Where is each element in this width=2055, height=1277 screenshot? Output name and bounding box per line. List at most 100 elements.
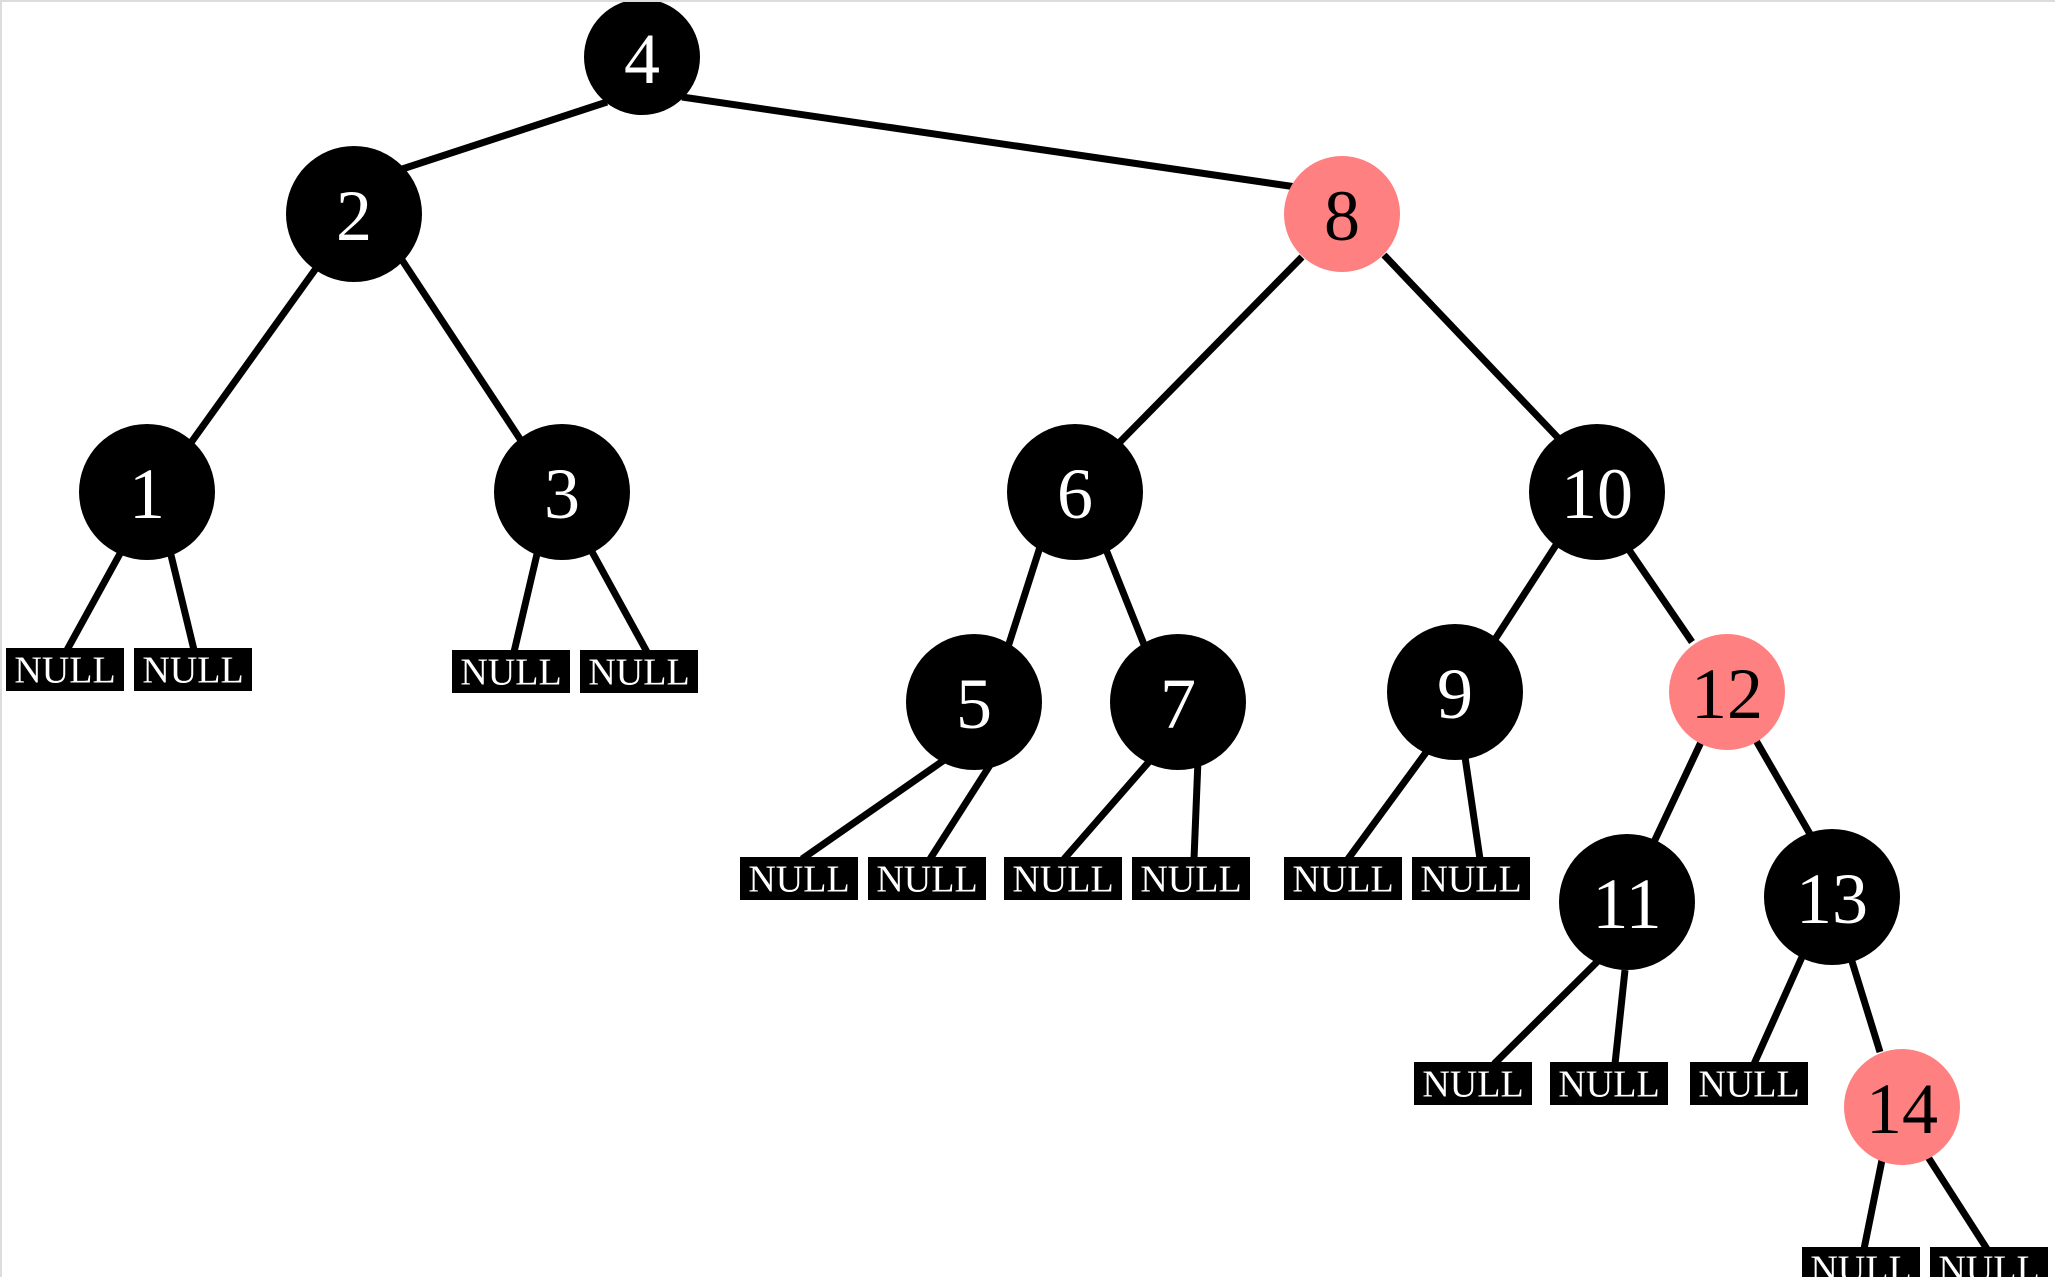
tree-node-circle-black (494, 424, 630, 560)
tree-node-9[interactable]: 9 (1387, 624, 1523, 760)
tree-edge-n13-u13 (1750, 955, 1806, 1066)
tree-edge-n13-n14 (1846, 953, 1884, 1054)
null-leaf-box (1412, 857, 1530, 900)
tree-edge-n3-u3 (510, 553, 541, 653)
null-leaf-label: NULL (876, 859, 977, 901)
tree-node-label: 10 (1561, 454, 1633, 534)
tree-node-label: 11 (1592, 864, 1661, 944)
tree-edge-n12-n13 (1750, 735, 1814, 836)
null-leaf-label: NULL (1938, 1249, 2039, 1277)
null-leaf-box (740, 857, 858, 900)
null-leaf-u14[interactable]: NULL (1802, 1247, 1920, 1277)
tree-node-circle-black (1007, 424, 1143, 560)
null-leaf-u1[interactable]: NULL (6, 648, 124, 692)
edges-layer (63, 93, 1990, 1251)
tree-node-11[interactable]: 11 (1559, 834, 1695, 970)
tree-node-2[interactable]: 2 (286, 146, 422, 282)
tree-edge-n4-n2 (385, 98, 609, 178)
tree-node-5[interactable]: 5 (906, 634, 1042, 770)
tree-node-label: 13 (1796, 859, 1868, 939)
tree-edge-n7-u7 (1061, 753, 1157, 862)
tree-edge-n14-u15 (1925, 1155, 1990, 1251)
null-leaf-u2[interactable]: NULL (134, 648, 252, 692)
tree-node-label: 9 (1437, 654, 1473, 734)
tree-node-label: 7 (1160, 664, 1196, 744)
tree-node-label: 12 (1691, 654, 1763, 734)
tree-node-circle-red (1844, 1049, 1960, 1165)
null-leaf-label: NULL (460, 652, 561, 694)
null-leaf-u3[interactable]: NULL (452, 650, 570, 694)
tree-node-circle-black (1559, 834, 1695, 970)
tree-node-1[interactable]: 1 (79, 424, 215, 560)
null-leaf-box (134, 648, 252, 691)
null-leaf-u12[interactable]: NULL (1550, 1062, 1668, 1106)
tree-edge-n6-n5 (1003, 545, 1044, 652)
tree-node-label: 4 (624, 19, 660, 99)
tree-edge-n9-u10 (1461, 756, 1484, 860)
null-leaf-u7[interactable]: NULL (1004, 857, 1122, 901)
null-leaf-u11[interactable]: NULL (1414, 1062, 1532, 1106)
null-leaf-u10[interactable]: NULL (1412, 857, 1530, 901)
tree-node-12[interactable]: 12 (1669, 634, 1785, 750)
tree-node-7[interactable]: 7 (1110, 634, 1246, 770)
tree-node-label: 3 (544, 454, 580, 534)
tree-edge-n2-n3 (399, 258, 525, 444)
tree-node-circle-black (79, 424, 215, 560)
tree-node-13[interactable]: 13 (1764, 829, 1900, 965)
tree-node-label: 5 (956, 664, 992, 744)
tree-node-10[interactable]: 10 (1529, 424, 1665, 560)
tree-node-circle-black (1529, 424, 1665, 560)
tree-edge-n8-n6 (1114, 254, 1305, 448)
tree-node-3[interactable]: 3 (494, 424, 630, 560)
null-leaf-label: NULL (1558, 1064, 1659, 1106)
tree-node-circle-black (906, 634, 1042, 770)
tree-edge-n2-n1 (187, 264, 320, 447)
null-leaf-label: NULL (1810, 1249, 1911, 1277)
tree-edge-n12-n11 (1650, 738, 1706, 844)
tree-edge-n10-n9 (1489, 540, 1561, 646)
null-leaf-u5[interactable]: NULL (740, 857, 858, 901)
tree-node-4[interactable]: 4 (584, 2, 700, 115)
tree-edge-n5-u5 (800, 753, 952, 862)
tree-node-6[interactable]: 6 (1007, 424, 1143, 560)
tree-node-8[interactable]: 8 (1284, 156, 1400, 272)
tree-edge-n11-u12 (1611, 969, 1629, 1065)
tree-edge-n14-u14 (1860, 1159, 1886, 1250)
tree-edge-n4-n8 (681, 93, 1297, 191)
tree-node-circle-black (584, 2, 700, 115)
tree-node-circle-red (1284, 156, 1400, 272)
null-leaf-box (1930, 1247, 2048, 1277)
null-leaf-box (1414, 1062, 1532, 1105)
tree-edge-n1-u2 (166, 550, 198, 651)
tree-edge-n11-u11 (1491, 954, 1605, 1067)
tree-edge-n8-n10 (1381, 252, 1565, 445)
null-leaf-box (1690, 1062, 1808, 1105)
tree-node-label: 2 (336, 176, 372, 256)
null-leaf-u9[interactable]: NULL (1284, 857, 1402, 901)
null-leaf-u4[interactable]: NULL (580, 650, 698, 694)
null-leaf-u15[interactable]: NULL (1930, 1247, 2048, 1277)
tree-node-14[interactable]: 14 (1844, 1049, 1960, 1165)
null-leaf-label: NULL (748, 859, 849, 901)
tree-node-circle-black (1110, 634, 1246, 770)
null-leaf-box (1284, 857, 1402, 900)
null-leaf-label: NULL (1420, 859, 1521, 901)
tree-edge-n3-u4 (587, 548, 651, 654)
tree-node-circle-red (1669, 634, 1785, 750)
tree-edge-n7-u8 (1190, 759, 1202, 860)
null-leaf-u13[interactable]: NULL (1690, 1062, 1808, 1106)
tree-edge-n5-u6 (927, 760, 995, 861)
null-leaf-u6[interactable]: NULL (868, 857, 986, 901)
null-leaf-u8[interactable]: NULL (1132, 857, 1250, 901)
tree-node-circle-black (1764, 829, 1900, 965)
tree-edge-n6-n7 (1101, 545, 1151, 654)
null-leaf-box (1550, 1062, 1668, 1105)
tree-node-label: 1 (129, 454, 165, 534)
null-leaf-label: NULL (1012, 859, 1113, 901)
tree-node-label: 14 (1866, 1069, 1938, 1149)
null-leaf-box (1802, 1247, 1920, 1277)
